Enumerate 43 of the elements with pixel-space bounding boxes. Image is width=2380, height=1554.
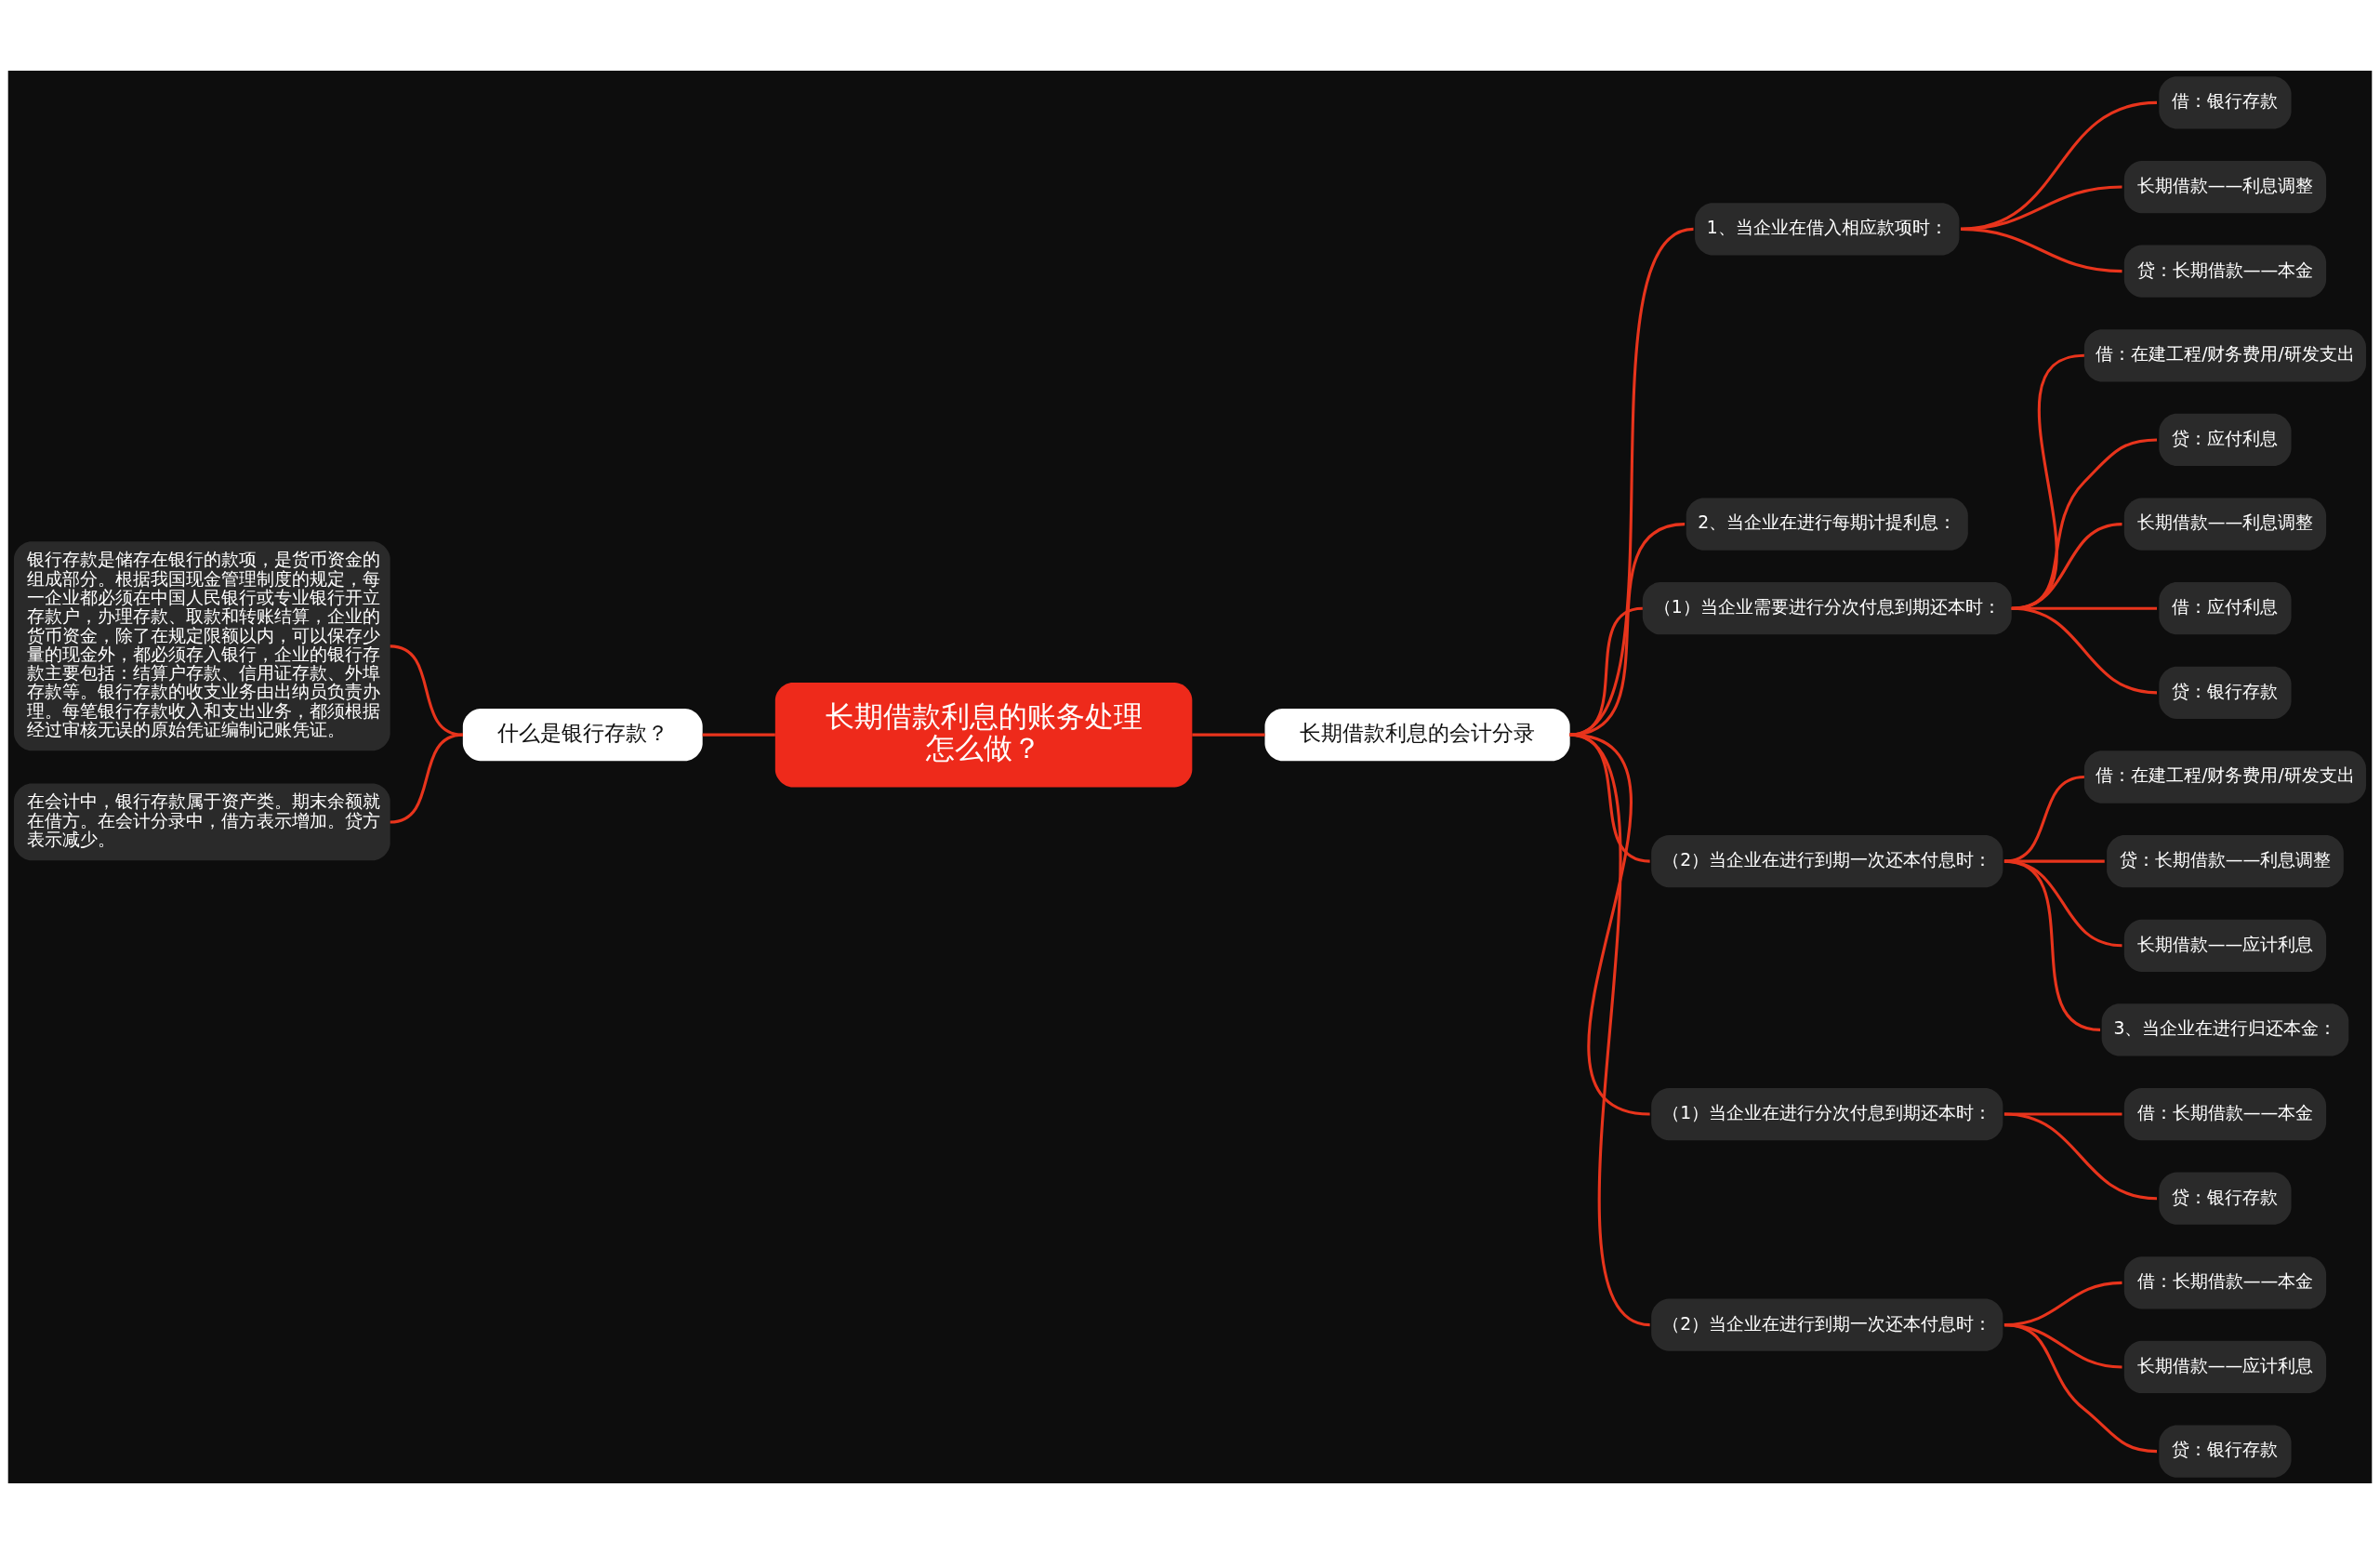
- connector: [1569, 523, 1686, 737]
- connector: [390, 644, 464, 737]
- node-box: 银行存款是储存在银行的款项，是货币资金的组成部分。根据我国现金管理制度的规定，每一企业都必须在中国人民银行或专业银行开立存款户，办理存款、取款和转账结算，企业的货币资金，除了在规定限额以内，可以保存少量的现金外，都必须存入银行，企业的银行存款主要包括：结算户存款、信用证存款、外埠存款等。银行存款的收支业务由出纳员负责办理。每笔银行存款收入和支出业务，都须根据经过审核无误的原始凭证编制记账凭证。: [13, 541, 390, 751]
- connector: [2003, 859, 2101, 1031]
- node-box: 3、当企业在进行归还本金：: [2101, 1003, 2349, 1056]
- node-box: 借：长期借款——本金: [2123, 1087, 2327, 1141]
- node-box: 借：在建工程/财务费用/研发支出: [2083, 750, 2367, 804]
- connector: [1192, 733, 1265, 737]
- connector: [702, 733, 775, 737]
- node-box: （2）当企业在进行到期一次还本付息时：: [1651, 1298, 2003, 1351]
- connector: [1569, 227, 1695, 737]
- node-box: 借：应付利息: [2159, 582, 2292, 635]
- node-box: 贷：银行存款: [2159, 1425, 2292, 1478]
- connector: [2003, 1112, 2122, 1116]
- node-box: 贷：长期借款——利息调整: [2107, 835, 2344, 888]
- node-box: 长期借款——利息调整: [2123, 160, 2327, 214]
- node-box: 什么是银行存款？: [462, 709, 703, 762]
- connector: [2003, 1323, 2158, 1454]
- connector: [2003, 775, 2085, 863]
- node-box: 在会计中，银行存款属于资产类。期末余额就在借方。在会计分录中，借方表示增加。贷方表示减少。: [13, 783, 390, 861]
- node-box: 长期借款利息的账务处理怎么做？: [774, 682, 1193, 788]
- node-box: 贷：银行存款: [2159, 666, 2292, 719]
- connector: [2011, 606, 2158, 695]
- node-box: 长期借款——应计利息: [2123, 1340, 2327, 1394]
- node-box: 长期借款——利息调整: [2123, 498, 2327, 551]
- node-box: 长期借款——应计利息: [2123, 919, 2327, 972]
- node-box: 借：在建工程/财务费用/研发支出: [2083, 329, 2367, 382]
- connector: [2003, 1112, 2158, 1201]
- node-box: 贷：应付利息: [2159, 413, 2292, 467]
- node-box: 1、当企业在借入相应款项时：: [1695, 203, 1960, 256]
- node-box: 借：银行存款: [2159, 76, 2292, 129]
- node-box: 贷：银行存款: [2159, 1172, 2292, 1225]
- node-box: （2）当企业在进行到期一次还本付息时：: [1651, 835, 2003, 888]
- node-box: 2、当企业在进行每期计提利息：: [1686, 498, 1968, 551]
- connector: [1569, 606, 1644, 737]
- connector: [1569, 733, 1651, 1327]
- node-box: 借：长期借款——本金: [2123, 1256, 2327, 1309]
- node-box: （1）当企业在进行分次付息到期还本时：: [1651, 1087, 2003, 1141]
- connector: [1960, 227, 2122, 273]
- node-box: （1）当企业需要进行分次付息到期还本时：: [1642, 582, 2012, 635]
- node-box: 长期借款利息的会计分录: [1264, 709, 1570, 762]
- node-box: 贷：长期借款——本金: [2123, 245, 2327, 298]
- connector: [390, 733, 464, 824]
